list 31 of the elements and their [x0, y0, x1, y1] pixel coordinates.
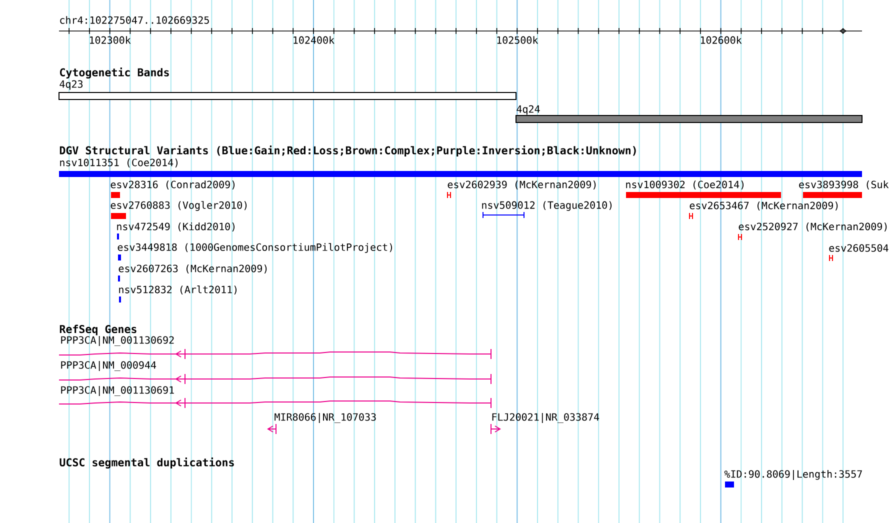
- tick-label: 102600k: [700, 36, 742, 44]
- feature-label: %ID:90.8069|Length:3557: [724, 470, 862, 480]
- feature-label: 4q23: [60, 80, 83, 90]
- feature-label: nsv472549 (Kidd2010): [117, 222, 235, 232]
- feature-label: PPP3CA|NM_000944: [61, 361, 156, 371]
- feature-label: PPP3CA|NM_001130692: [61, 336, 174, 346]
- feature-label: nsv1011351 (Coe2014): [60, 158, 178, 168]
- tick-label: 102400k: [294, 36, 334, 44]
- track-heading: UCSC segmental duplications: [60, 458, 234, 469]
- track-heading: DGV Structural Variants (Blue:Gain;Red:Loss;Brown:Complex;Purple:Inversion;Black:Unknown): [60, 146, 636, 157]
- feature-label: esv28316 (Conrad2009): [110, 180, 235, 190]
- feature-label: 4q24: [516, 105, 540, 115]
- feature-label: MIR8066|NR_107033: [274, 413, 376, 423]
- feature-label: esv2760883 (Vogler2010): [110, 201, 247, 211]
- track-heading: RefSeq Genes: [60, 324, 136, 336]
- tick-label: 102300k: [90, 36, 131, 44]
- feature-label: FLJ20021|NR_033874: [492, 413, 600, 423]
- feature-label: nsv1009302 (Coe2014): [626, 180, 744, 190]
- feature-label: esv3449818 (1000GenomesConsortiumPilotProject): [118, 243, 392, 253]
- track-heading: Cytogenetic Bands: [60, 68, 169, 79]
- feature-label: esv2653467 (McKernan2009): [690, 202, 838, 210]
- feature-label: esv2605504: [829, 244, 888, 252]
- feature-label: PPP3CA|NM_001130691: [61, 386, 174, 396]
- feature-label: esv2520927 (McKernan2009): [738, 222, 887, 232]
- feature-label: nsv512832 (Arlt2011): [119, 286, 237, 294]
- feature-label: nsv509012 (Teague2010): [482, 201, 612, 211]
- feature-label: esv2602939 (McKernan2009): [448, 180, 596, 190]
- tick-label: 102500k: [497, 36, 538, 44]
- feature-label: esv3893998 (Suk: [799, 180, 889, 190]
- location-label: chr4:102275047..102669325: [60, 16, 209, 24]
- feature-label: esv2607263 (McKernan2009): [118, 264, 267, 274]
